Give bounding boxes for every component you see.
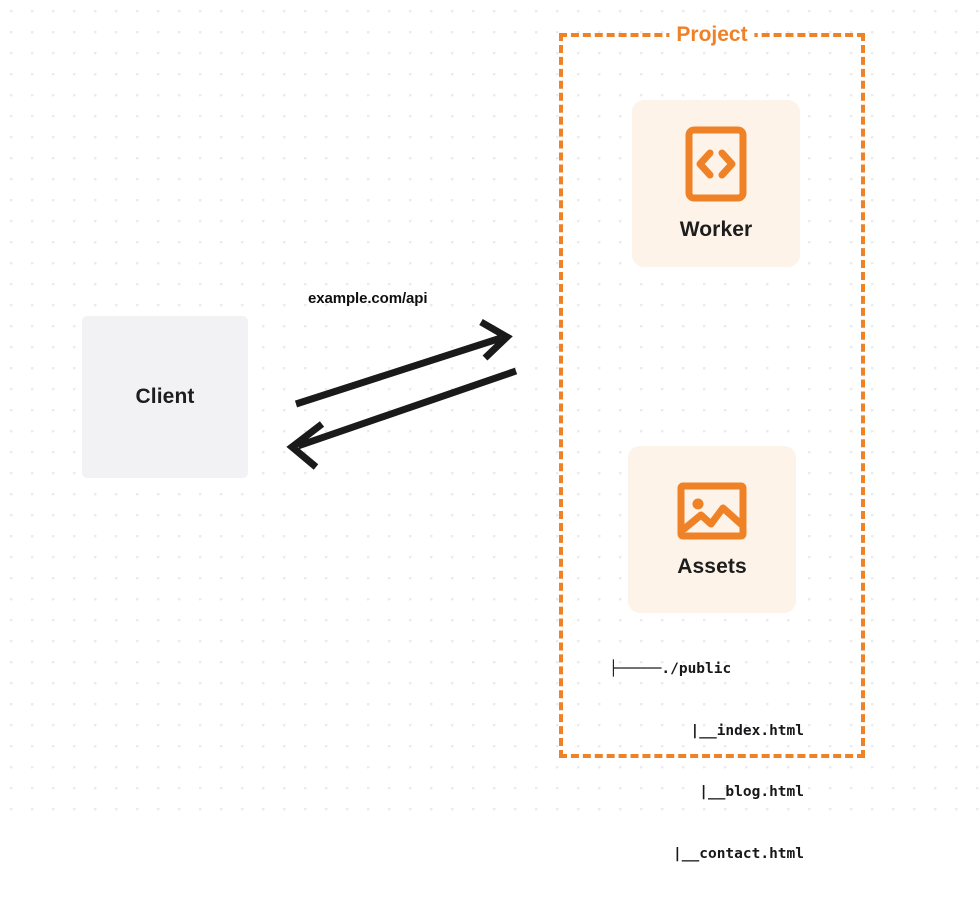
worker-label: Worker: [679, 217, 753, 241]
file-tree-branch: |__: [690, 722, 717, 739]
file-tree-row: |__index.html: [609, 721, 804, 742]
client-node[interactable]: Client: [82, 316, 248, 478]
assets-label: Assets: [677, 554, 747, 578]
assets-card[interactable]: Assets: [628, 446, 796, 613]
file-tree-row: ├─────./public: [609, 659, 804, 680]
code-brackets-icon: [685, 126, 747, 202]
file-tree-row: |__blog.html: [609, 782, 804, 803]
project-title: Project: [669, 23, 755, 47]
file-tree-name: blog.html: [725, 784, 804, 800]
project-container: Project: [559, 23, 865, 758]
request-arrow: [294, 318, 513, 408]
file-tree-name: contact.html: [699, 845, 804, 862]
connection-label: example.com/api: [308, 290, 428, 307]
file-tree-name: ./public: [661, 661, 732, 677]
file-tree-name: index.html: [716, 722, 804, 739]
file-tree-branch: |__: [673, 845, 700, 862]
file-tree-row: |__contact.html: [609, 844, 804, 865]
response-arrow: [286, 367, 518, 470]
file-tree-branch: |__: [699, 784, 726, 800]
worker-card[interactable]: Worker: [632, 100, 800, 267]
file-tree-branch: ├─────: [609, 661, 662, 677]
client-label: Client: [135, 385, 195, 408]
diagram-canvas: Client example.com/api Project Worker: [0, 0, 980, 862]
assets-file-tree: ├─────./public |__index.html |__blog.htm…: [609, 618, 804, 905]
image-icon: [677, 481, 747, 541]
